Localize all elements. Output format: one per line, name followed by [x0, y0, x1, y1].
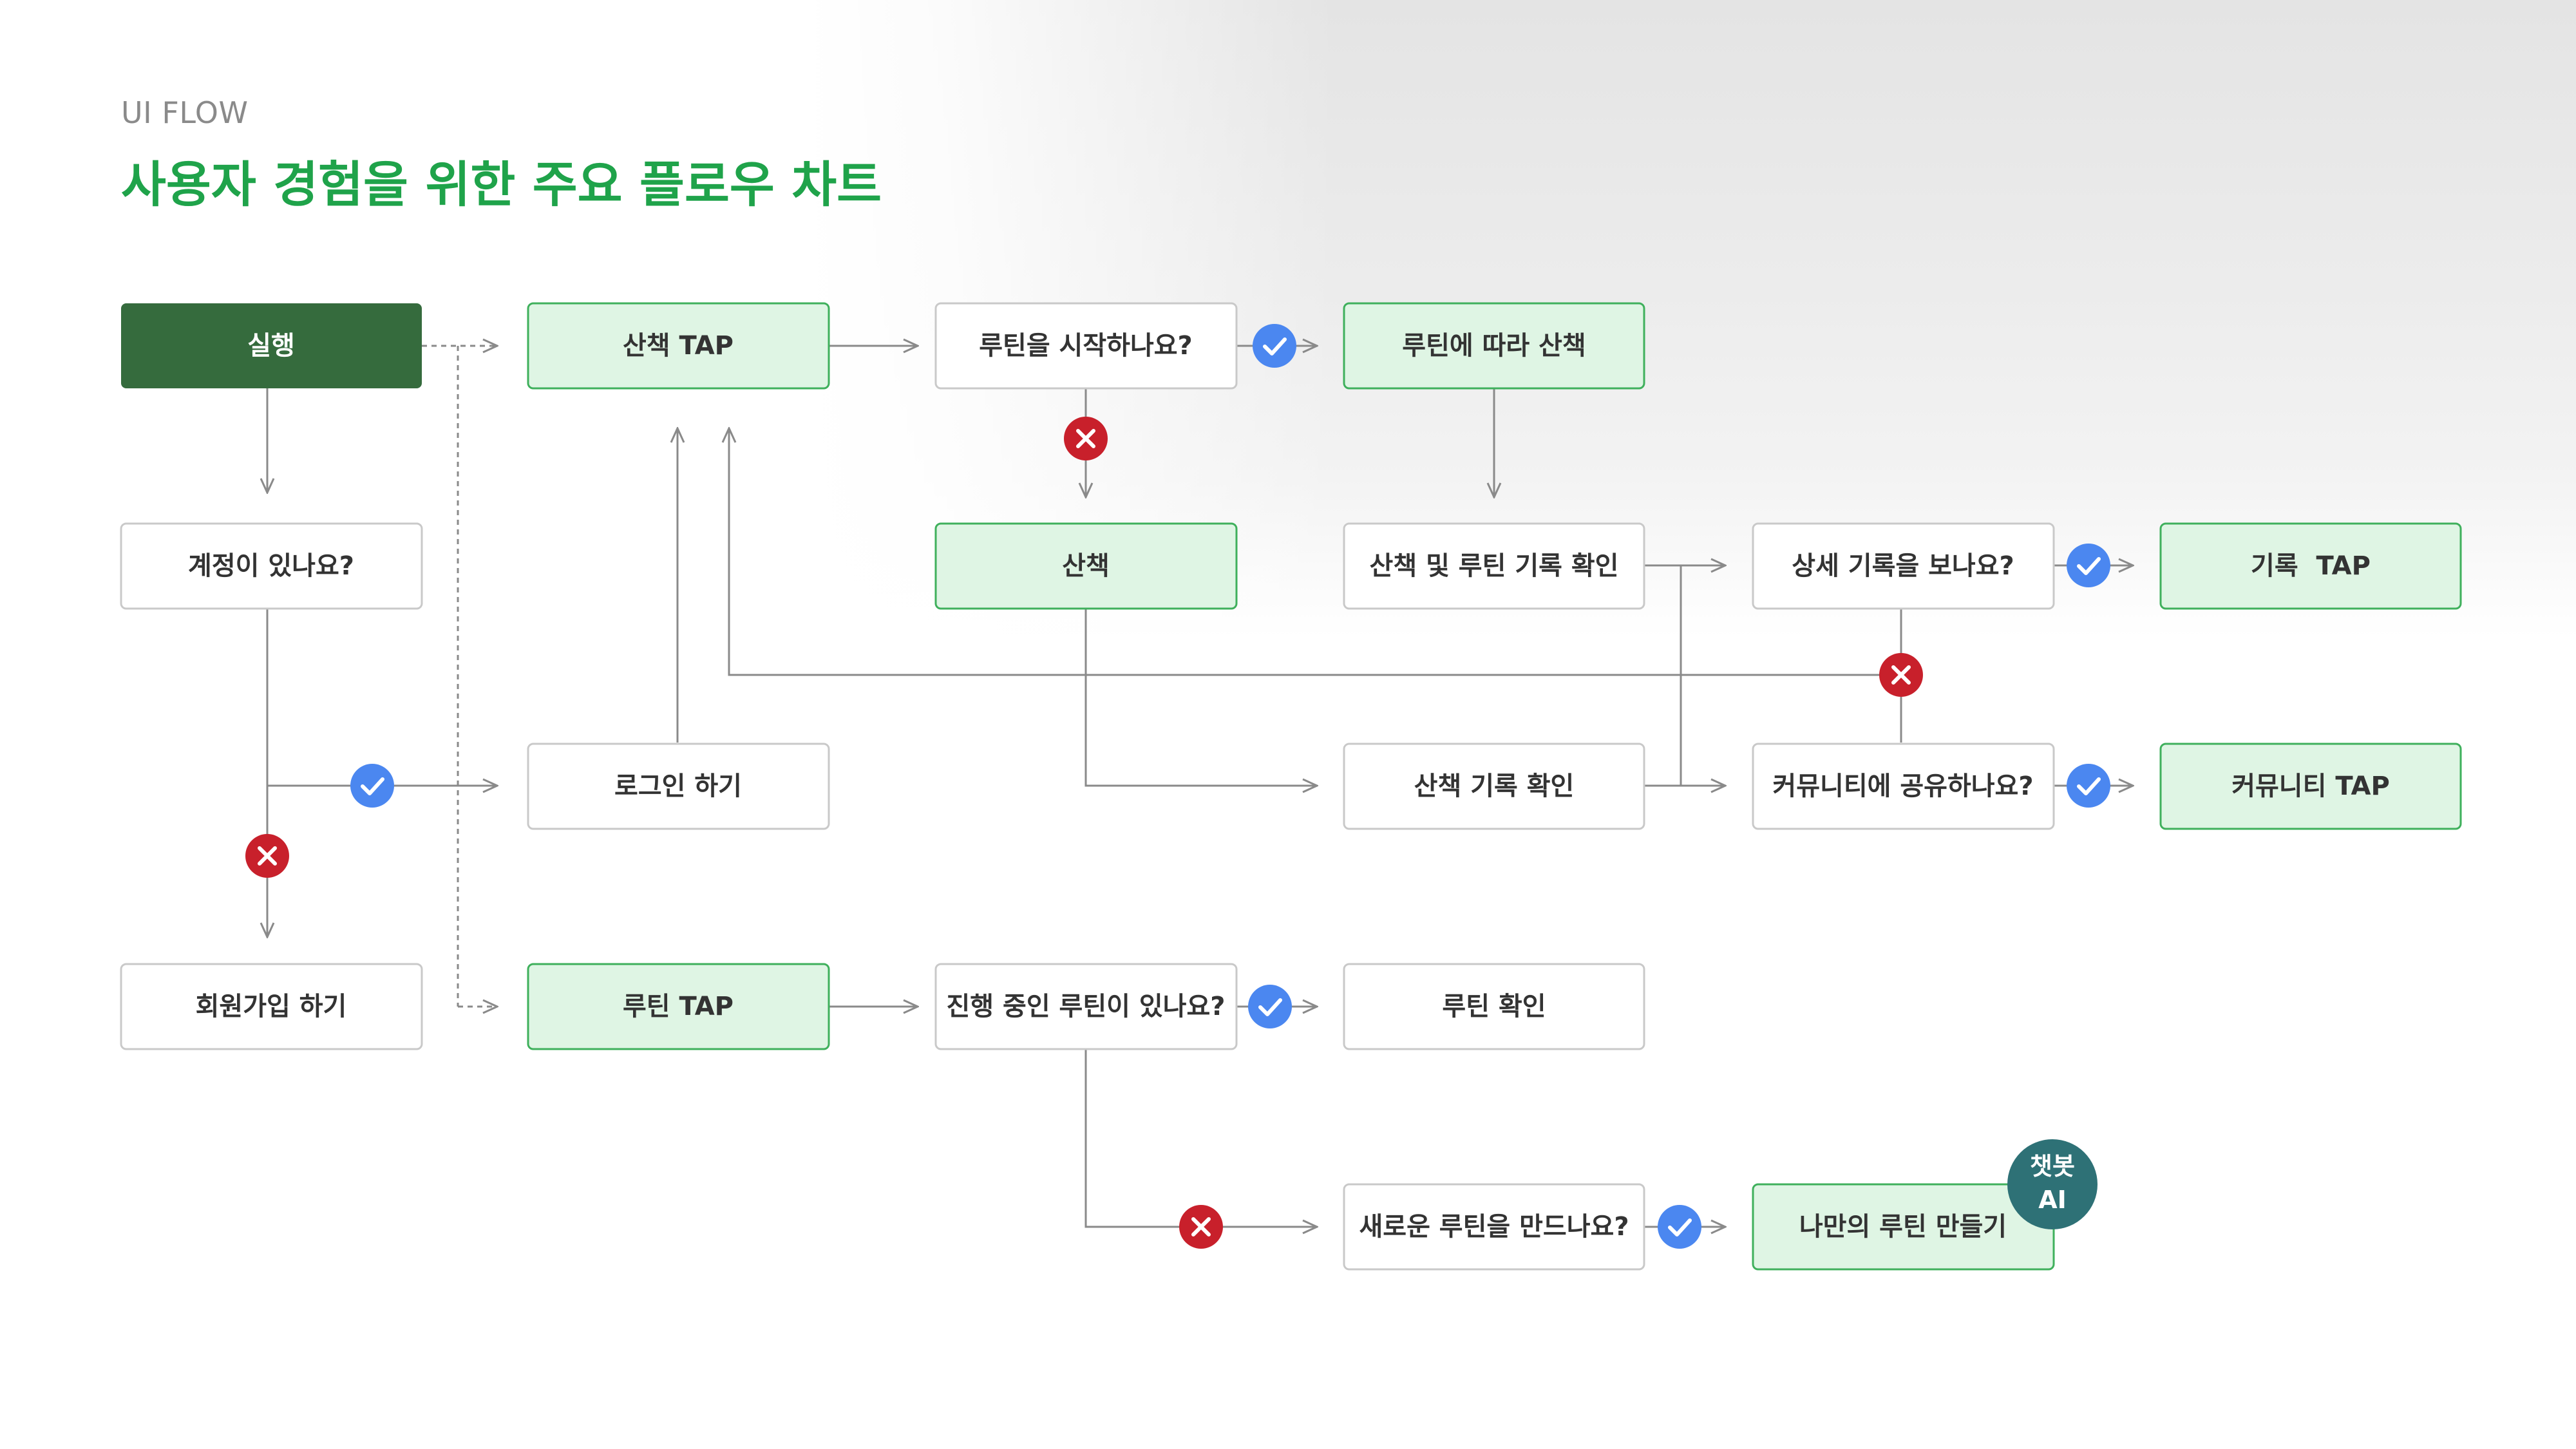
check-icon	[1253, 324, 1296, 368]
node-record-tap[interactable]: 기록 TAP	[2159, 522, 2462, 610]
node-start-routine-question-label: 루틴을 시작하나요?	[979, 331, 1193, 361]
node-routine-check-label: 루틴 확인	[1442, 992, 1546, 1021]
node-routine-check[interactable]: 루틴 확인	[1343, 963, 1645, 1050]
ai-badge-line2: AI	[2038, 1186, 2067, 1214]
node-record-tap-label: 기록 TAP	[2251, 551, 2371, 581]
connector-walk-record	[1084, 609, 1317, 786]
connector-no-back	[729, 428, 1901, 676]
node-signup-label: 회원가입 하기	[196, 992, 347, 1021]
check-icon	[2067, 764, 2110, 808]
node-walk-label: 산책	[1062, 551, 1110, 581]
node-has-account-question[interactable]: 계정이 있나요?	[120, 522, 423, 610]
node-share-community-question-label: 커뮤니티에 공유하나요?	[1772, 772, 2033, 801]
check-icon	[1658, 1205, 1701, 1249]
node-detail-record-question[interactable]: 상세 기록을 보나요?	[1752, 522, 2055, 610]
node-routine-tap-label: 루틴 TAP	[623, 992, 734, 1021]
x-icon	[1179, 1205, 1223, 1249]
node-start-label: 실행	[247, 331, 295, 361]
node-community-tap[interactable]: 커뮤니티 TAP	[2159, 743, 2462, 830]
node-walk-by-routine-label: 루틴에 따라 산책	[1402, 331, 1586, 361]
connector-ongoing-no	[1084, 1049, 1317, 1227]
node-walk-tap-label: 산책 TAP	[623, 331, 734, 361]
node-signup[interactable]: 회원가입 하기	[120, 963, 423, 1050]
node-share-community-question[interactable]: 커뮤니티에 공유하나요?	[1752, 743, 2055, 830]
check-icon	[2067, 544, 2110, 587]
node-start[interactable]: 실행	[121, 303, 422, 388]
x-icon	[1879, 653, 1923, 697]
node-ongoing-routine-question[interactable]: 진행 중인 루틴이 있나요?	[934, 963, 1238, 1050]
page-subtitle: UI FLOW	[121, 95, 249, 130]
node-walk-record-label: 산책 기록 확인	[1414, 772, 1575, 801]
node-has-account-question-label: 계정이 있나요?	[188, 551, 354, 581]
page-title: 사용자 경험을 위한 주요 플로우 차트	[121, 156, 882, 213]
check-icon	[350, 764, 394, 808]
node-walk-by-routine[interactable]: 루틴에 따라 산책	[1343, 302, 1645, 390]
node-detail-record-question-label: 상세 기록을 보나요?	[1792, 551, 2014, 581]
node-login-label: 로그인 하기	[614, 772, 742, 801]
node-ongoing-routine-question-label: 진행 중인 루틴이 있나요?	[947, 992, 1226, 1021]
node-login[interactable]: 로그인 하기	[527, 743, 830, 830]
node-my-routine[interactable]: 나만의 루틴 만들기	[1752, 1183, 2055, 1271]
node-walk[interactable]: 산책	[934, 522, 1238, 610]
x-icon	[245, 834, 289, 878]
check-icon	[1248, 985, 1292, 1028]
node-community-tap-label: 커뮤니티 TAP	[2231, 772, 2390, 801]
node-walk-routine-record[interactable]: 산책 및 루틴 기록 확인	[1343, 522, 1645, 610]
ai-chatbot-badge: 챗봇 AI	[2007, 1139, 2098, 1229]
node-walk-record[interactable]: 산책 기록 확인	[1343, 743, 1645, 830]
node-walk-tap[interactable]: 산책 TAP	[527, 302, 830, 390]
ai-badge-line1: 챗봇	[2030, 1152, 2075, 1180]
node-new-routine-question-label: 새로운 루틴을 만드나요?	[1359, 1212, 1629, 1242]
x-icon	[1064, 417, 1108, 460]
node-start-routine-question[interactable]: 루틴을 시작하나요?	[934, 302, 1238, 390]
node-walk-routine-record-label: 산책 및 루틴 기록 확인	[1370, 551, 1619, 581]
node-new-routine-question[interactable]: 새로운 루틴을 만드나요?	[1343, 1183, 1645, 1271]
node-my-routine-label: 나만의 루틴 만들기	[1799, 1212, 2007, 1242]
node-routine-tap[interactable]: 루틴 TAP	[527, 963, 830, 1050]
